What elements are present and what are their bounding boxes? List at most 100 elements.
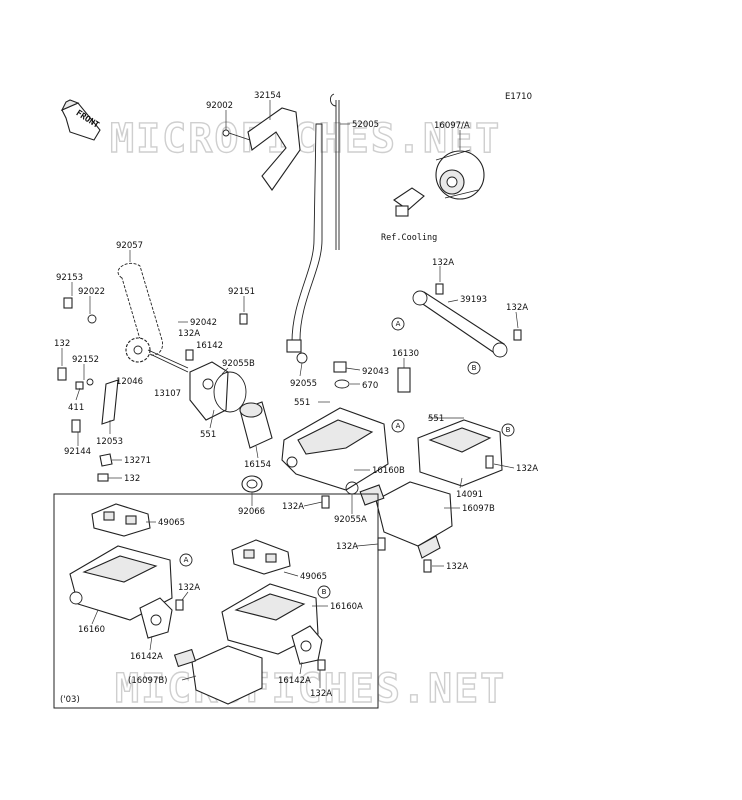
- part-label: 16130: [392, 349, 419, 359]
- svg-text:A: A: [396, 422, 401, 430]
- leader-lines: [61, 100, 519, 688]
- bolt-132a-inset-1: [175, 599, 184, 611]
- ring-92055: [296, 352, 308, 364]
- part-label: 92152: [72, 355, 99, 365]
- part-label: 92055A: [334, 515, 367, 525]
- part-label: 16097B: [462, 504, 495, 514]
- part-label: 92042: [190, 318, 217, 328]
- part-label: 551: [428, 414, 444, 424]
- part-label: 132A: [178, 329, 200, 339]
- callout-a-1: A: [391, 317, 405, 331]
- cover-16142a-b: [291, 625, 323, 665]
- part-label: 13107: [154, 389, 181, 399]
- callout-a-2: A: [391, 419, 405, 433]
- part-label: 92151: [228, 287, 255, 297]
- bolt-92153: [63, 297, 73, 309]
- bolt-92151: [239, 313, 248, 325]
- part-label: 14091: [456, 490, 483, 500]
- part-label: 13271: [124, 456, 151, 466]
- part-label: 92057: [116, 241, 143, 251]
- bolt-132a-3: [377, 537, 386, 551]
- oring-670: [334, 379, 350, 389]
- part-label: 132A: [310, 689, 332, 699]
- part-label: 92002: [206, 101, 233, 111]
- bolt-92144: [71, 419, 81, 433]
- bolt-132a-2: [321, 495, 330, 509]
- plug-92043: [333, 361, 347, 373]
- part-label: 92144: [64, 447, 91, 457]
- svg-text:B: B: [322, 588, 327, 596]
- part-label: 39193: [460, 295, 487, 305]
- pipe-39193: [412, 290, 508, 358]
- callout-b-3: B: [317, 585, 331, 599]
- oring-92066: [241, 475, 263, 493]
- callout-b-2: B: [501, 423, 515, 437]
- chain-guide-12053: [101, 379, 119, 425]
- cover-16097b: [359, 481, 453, 559]
- diagram-code: E1710: [505, 92, 532, 102]
- part-label: 16160: [78, 625, 105, 635]
- variant-box: [53, 493, 379, 709]
- part-label: 551: [294, 398, 310, 408]
- washer-92152: [86, 378, 94, 386]
- front-arrow-icon: FRONT: [60, 99, 101, 141]
- part-label: 132A: [178, 583, 200, 593]
- svg-text:A: A: [184, 556, 189, 564]
- clip-13271: [99, 453, 113, 467]
- part-label: 49065: [300, 572, 327, 582]
- part-label: 12046: [116, 377, 143, 387]
- part-label: 92022: [78, 287, 105, 297]
- bolt-132a-5: [485, 455, 494, 469]
- cover-16097b-inset: [173, 645, 263, 705]
- part-label: 16160B: [372, 466, 405, 476]
- gasket-49065-a: [91, 503, 151, 537]
- bolt-132a-6: [435, 283, 444, 295]
- part-label: 92055: [290, 379, 317, 389]
- part-label: (16097B): [128, 676, 168, 686]
- part-label: 52005: [352, 120, 379, 130]
- part-labels: 92002 32154 52005 16097/A 92057 92153 92…: [54, 91, 538, 699]
- bolt-132-left: [57, 367, 67, 381]
- part-label: 49065: [158, 518, 185, 528]
- callout-b-1: B: [467, 361, 481, 375]
- oil-pan-16160b: [281, 407, 389, 491]
- part-label: 92043: [362, 367, 389, 377]
- svg-text:B: B: [472, 364, 477, 372]
- watermark-bottom: MICROFICHES.NET: [115, 666, 506, 712]
- part-label: 132A: [516, 464, 538, 474]
- part-label: 132A: [282, 502, 304, 512]
- part-label: 411: [68, 403, 84, 413]
- oil-pan-16160: [69, 545, 173, 621]
- part-label: 16160A: [330, 602, 363, 612]
- part-label: 32154: [254, 91, 281, 101]
- part-label: 132: [54, 339, 70, 349]
- bolt-132a-4: [423, 559, 432, 573]
- part-label: 92153: [56, 273, 83, 283]
- sensor-16130: [397, 367, 411, 393]
- oring-92055b: [213, 371, 247, 413]
- part-label: 551: [200, 430, 216, 440]
- bolt-132a-1: [185, 349, 194, 361]
- part-label: 670: [362, 381, 378, 391]
- part-label: 16142A: [130, 652, 163, 662]
- bolt-132a-inset-2: [317, 659, 326, 671]
- cooling-fitting: [393, 187, 425, 217]
- strainer-16154: [239, 401, 273, 449]
- svg-text:B: B: [506, 426, 511, 434]
- part-label: 132A: [336, 542, 358, 552]
- cover-16142a-a: [139, 597, 173, 639]
- part-label: 132A: [432, 258, 454, 268]
- callout-a-3: A: [179, 553, 193, 567]
- part-label: 16154: [244, 460, 271, 470]
- part-label: 16142: [196, 341, 223, 351]
- part-411: [75, 381, 84, 390]
- bolt-132a-7: [513, 329, 522, 341]
- svg-text:A: A: [396, 320, 401, 328]
- oil-dipstick: [286, 93, 340, 353]
- washer-92022: [87, 314, 97, 324]
- part-label: 12053: [96, 437, 123, 447]
- sprocket-12046: [125, 337, 189, 373]
- oil-filter: [435, 149, 485, 200]
- oil-pump-cover: [189, 361, 229, 421]
